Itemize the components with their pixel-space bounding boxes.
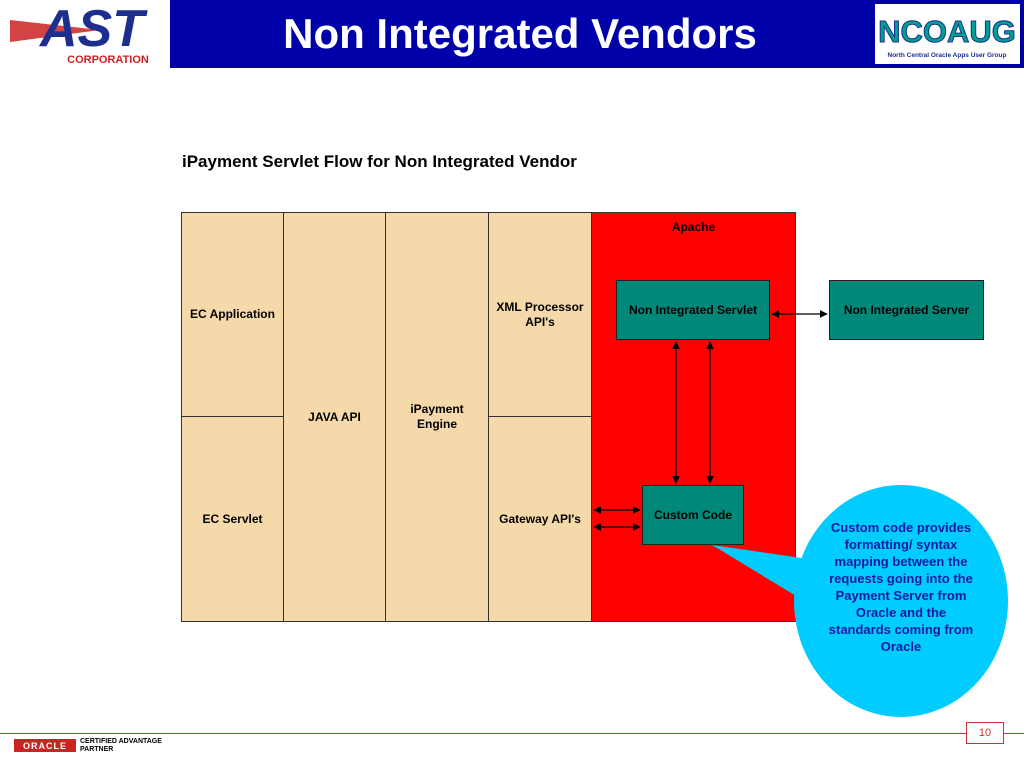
ast-corporation-logo: AST CORPORATION [0,0,170,70]
partner-line-2: PARTNER [80,746,114,753]
ncoaug-logo-wordmark: NCOAUG [878,14,1016,49]
ncoaug-logo-subtext: North Central Oracle Apps User Group [888,52,1007,59]
ast-logo-subtext: CORPORATION [67,54,149,66]
ec-application-box: EC Application [181,212,284,417]
slide-title: Non Integrated Vendors [170,0,870,68]
footer-divider [0,733,1024,734]
ec-servlet-box: EC Servlet [181,416,284,622]
ncoaug-logo: NCOAUG North Central Oracle Apps User Gr… [870,0,1024,68]
non-integrated-servlet-box: Non Integrated Servlet [616,280,770,340]
gateway-api-box: Gateway API's [488,416,592,622]
custom-code-callout-text: Custom code provides formatting/ syntax … [828,520,974,654]
slide-header: AST CORPORATION Non Integrated Vendors N… [0,0,1024,70]
oracle-logo: ORACLE [14,739,76,752]
apache-label: Apache [671,220,716,234]
partner-line-1: CERTIFIED ADVANTAGE [80,738,162,745]
xml-processor-box: XML Processor API's [488,212,592,417]
ipayment-engine-box: iPayment Engine [385,212,489,622]
partner-label: CERTIFIED ADVANTAGE PARTNER [80,738,162,754]
non-integrated-server-box: Non Integrated Server [829,280,984,340]
custom-code-box: Custom Code [642,485,744,545]
java-api-box: JAVA API [283,212,386,622]
page-number: 10 [966,722,1004,744]
diagram-title: iPayment Servlet Flow for Non Integrated… [182,152,577,171]
ast-logo-wordmark: AST [38,0,148,58]
